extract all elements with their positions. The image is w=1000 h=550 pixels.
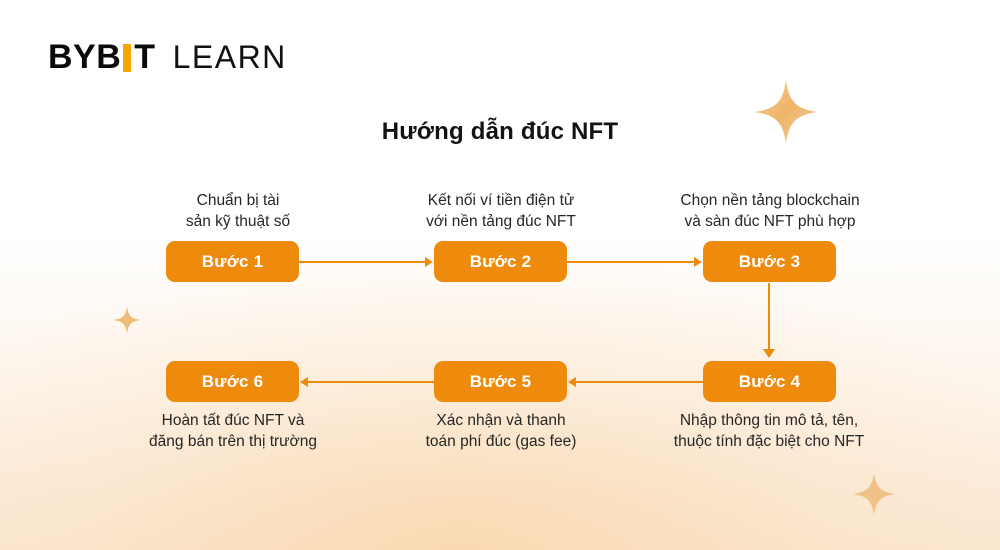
step-6-caption: Hoàn tất đúc NFT và đăng bán trên thị tr… [149,412,317,451]
step-3-box[interactable]: Bước 3 [703,241,836,282]
logo-bybit-wordmark: BYB T [48,40,156,74]
connector-2-3-arrowhead-icon [694,257,702,267]
connector-3-4-arrowhead-icon [763,349,775,358]
step-4-caption: Nhập thông tin mô tả, tên, thuộc tính đặ… [673,412,865,451]
sparkle-left-icon [113,306,141,334]
step-2-caption: Kết nối ví tiền điện tử với nền tảng đúc… [426,192,576,231]
step-1-box[interactable]: Bước 1 [166,241,299,282]
step-2-box[interactable]: Bước 2 [434,241,567,282]
bybit-learn-logo: BYB T LEARN [48,40,287,74]
step-5-box[interactable]: Bước 5 [434,361,567,402]
connector-1-2-line [299,261,426,263]
page-title: Hướng dẫn đúc NFT [381,118,619,145]
logo-accent-i-icon [123,44,132,72]
connector-4-5-arrowhead-icon [568,377,576,387]
step-4-box[interactable]: Bước 4 [703,361,836,402]
logo-bybit-text-main: BYB [48,38,122,76]
connector-5-6-arrowhead-icon [300,377,308,387]
connector-2-3-line [567,261,695,263]
connector-5-6-line [308,381,434,383]
connector-4-5-line [576,381,703,383]
logo-learn-wordmark: LEARN [172,39,287,75]
connector-1-2-arrowhead-icon [425,257,433,267]
step-5-caption: Xác nhận và thanh toán phí đúc (gas fee) [425,412,577,451]
sparkle-bottom-right-icon [853,473,895,515]
connector-3-4-line [768,283,770,351]
step-1-caption: Chuẩn bị tài sản kỹ thuật số [185,192,291,231]
logo-bybit-text-tail: T [134,38,156,76]
step-6-box[interactable]: Bước 6 [166,361,299,402]
step-3-caption: Chọn nền tảng blockchain và sàn đúc NFT … [680,192,860,231]
